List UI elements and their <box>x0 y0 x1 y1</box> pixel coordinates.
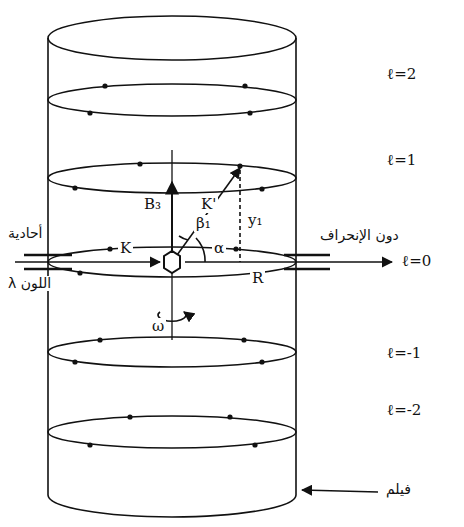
angle-arc <box>196 238 205 262</box>
film-label: فيلم <box>384 482 413 497</box>
length-label: y₁ <box>246 212 265 229</box>
incident-beam <box>15 261 160 263</box>
beam-label: دون الإنحراف <box>318 228 401 243</box>
rotation-axis <box>171 150 172 340</box>
angle-label: β₁ <box>194 215 213 232</box>
spots <box>72 83 264 447</box>
layer-index: ℓ=-1 <box>385 345 423 362</box>
crystal <box>164 251 180 273</box>
film-pointer <box>302 490 378 492</box>
direct-beam <box>185 261 392 263</box>
cylinder-top <box>48 16 296 60</box>
collimator <box>24 254 72 256</box>
vector-label: K' <box>199 196 218 213</box>
layer-line <box>48 337 296 367</box>
vector-label: B₃ <box>142 196 163 213</box>
layer-index: ℓ=2 <box>385 66 418 83</box>
beam-stop <box>284 254 330 256</box>
beam-label: أحادية <box>6 226 44 241</box>
beam-label: λ اللون <box>6 276 53 291</box>
layer-index: ℓ=1 <box>385 152 418 169</box>
layer-index: ℓ=0 <box>400 253 433 270</box>
length-label: R <box>250 270 265 287</box>
layer-line <box>48 416 296 448</box>
layer-line <box>48 84 296 116</box>
height-line <box>239 170 241 262</box>
vector-label: K <box>118 240 133 257</box>
angle-label: α <box>212 240 226 257</box>
layer-index: ℓ=-2 <box>385 402 423 419</box>
cylinder-side <box>47 38 49 495</box>
collimator <box>24 268 72 270</box>
cylinder-side <box>295 38 297 495</box>
beam-stop <box>284 268 330 270</box>
cylinder-bottom <box>48 495 296 517</box>
rotation-label: ω <box>150 318 166 335</box>
angle-arc <box>179 236 188 240</box>
diffracted-vector <box>172 168 240 262</box>
